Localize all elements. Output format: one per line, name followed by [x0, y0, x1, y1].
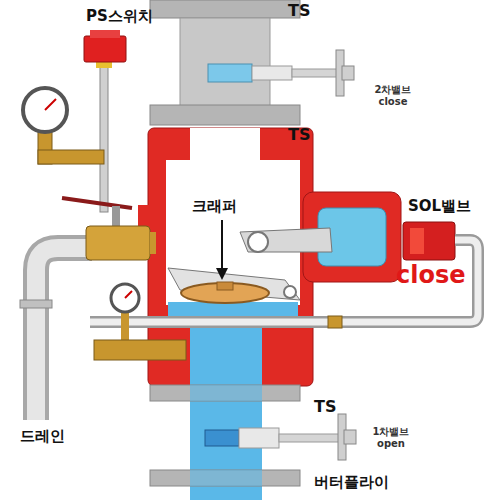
drain-valve-part: [62, 198, 132, 208]
ps-switch-part: [100, 62, 108, 212]
sol-valve-part: [410, 228, 424, 254]
part-label: TS: [314, 398, 336, 416]
valve-state-label: 1차밸브 open: [368, 426, 414, 449]
lower-flanges-part: [190, 385, 262, 401]
clapper-arrow-part: [216, 268, 228, 280]
clapper-arm-part: [217, 282, 233, 290]
part-label: 드레인: [20, 428, 65, 445]
drain-valve-part: [150, 232, 156, 254]
drain-valve-part: [112, 206, 120, 226]
pressure-gauge-lower-part: [125, 291, 132, 298]
clapper-arm-part: [181, 283, 269, 303]
secondary-valve-part: [342, 66, 354, 80]
drain-pipe-part: [20, 300, 52, 308]
butterfly-valve-part: [279, 434, 341, 442]
lower-flanges-part: [190, 470, 262, 486]
clapper-arm: [168, 228, 332, 303]
clapper-arrow: [216, 220, 228, 280]
butterfly-valve: [205, 414, 356, 460]
main-body-part: [190, 128, 260, 164]
upper-flanges-part: [150, 0, 300, 18]
pressure-gauge-upper-part: [45, 99, 56, 110]
pressure-gauge-upper-part: [23, 88, 67, 132]
secondary-valve-part: [252, 66, 292, 80]
trim-pipe-part: [328, 316, 342, 328]
secondary-valve: [208, 50, 354, 96]
upper-flanges-part: [150, 105, 300, 125]
pressure-gauge-upper-part: [38, 150, 104, 164]
part-label: 크래퍼: [192, 198, 237, 215]
butterfly-valve-part: [344, 430, 356, 444]
pressure-gauge-lower: [94, 284, 186, 360]
drain-pipe-part: [36, 248, 92, 420]
part-label: TS: [288, 2, 310, 20]
ps-switch-part: [90, 30, 120, 38]
drain-pipe-part: [36, 248, 92, 420]
clapper-arm-part: [284, 286, 296, 298]
lower-flanges-part: [150, 470, 300, 486]
pressure-gauge-upper: [23, 88, 104, 164]
pressure-gauge-lower-part: [94, 340, 186, 360]
drain-valve: [62, 198, 156, 260]
butterfly-valve-part: [205, 430, 239, 446]
sol-valve-part: [403, 222, 455, 260]
valve-state-label: 2차밸브 close: [370, 84, 416, 107]
main-body-part: [190, 320, 262, 386]
upper-flanges: [150, 0, 300, 125]
sol-valve: [403, 222, 455, 260]
clapper-arm-part: [248, 232, 268, 252]
lower-flanges-part: [150, 385, 300, 401]
part-label: TS: [288, 126, 310, 144]
upper-flanges-part: [180, 18, 270, 110]
clapper-arm-part: [240, 228, 332, 252]
butterfly-valve-part: [239, 428, 279, 448]
drain-valve-part: [86, 226, 150, 260]
pressure-gauge-lower-part: [121, 310, 129, 342]
drain-pipe: [20, 248, 92, 420]
ps-switch: [84, 30, 126, 212]
clapper-arrow-part: [221, 220, 223, 270]
ps-switch-part: [84, 36, 126, 62]
state-label: close: [396, 262, 466, 290]
part-label: 버터플라이: [314, 474, 389, 491]
part-label: PS스위치: [86, 8, 153, 25]
part-label: SOL밸브: [408, 198, 471, 215]
pressure-gauge-lower-part: [111, 284, 139, 312]
secondary-valve-part: [292, 69, 340, 77]
secondary-valve-part: [208, 64, 252, 82]
lower-flanges: [150, 385, 300, 500]
